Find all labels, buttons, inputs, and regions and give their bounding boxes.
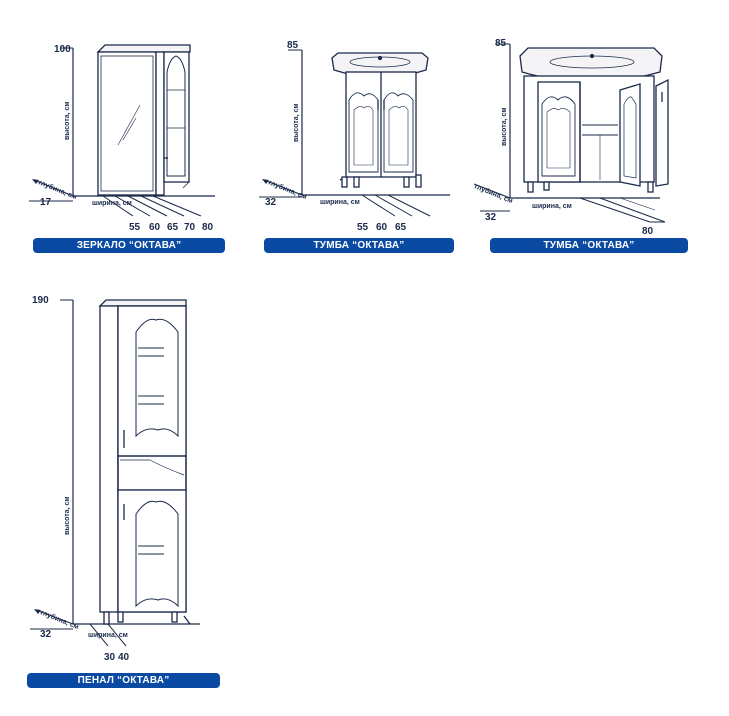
vanity-small-height-value: 85 [287, 40, 299, 51]
vanity-large-depth-axis-label: глубина, см [473, 182, 514, 205]
vanity-small-panel: 85 высота, см глубина, см 32 ширина, см … [240, 0, 480, 260]
vanity-large-drawing [519, 47, 669, 193]
vanity-small-depth-value: 32 [265, 197, 277, 208]
mirror-depth-value: 17 [40, 197, 52, 208]
vanity-large-caption: ТУМБА “ОКТАВА” [490, 238, 688, 253]
vanity-large-width-axis-label: ширина, см [532, 203, 572, 210]
mirror-height-value: 100 [54, 44, 71, 55]
mirror-panel: 100 высота, см глубина, см 17 ширина, см… [0, 0, 240, 260]
tall-cabinet-width-axis-label: ширина, см [88, 632, 128, 639]
vanity-large-diagram: 85 высота, см глубина, см 32 ширина, см … [473, 38, 669, 237]
tall-cabinet-caption: ПЕНАЛ “ОКТАВА” [27, 673, 220, 688]
vanity-small-width-60: 60 [376, 222, 388, 233]
mirror-width-55: 55 [129, 222, 141, 233]
vanity-large-depth-value: 32 [485, 212, 497, 223]
vanity-large-height-value: 85 [495, 38, 507, 49]
vanity-small-width-axis-label: ширина, см [320, 199, 360, 206]
mirror-height-axis-label: высота, см [64, 101, 71, 140]
tall-cabinet-height-axis-label: высота, см [64, 496, 71, 535]
vanity-large-height-axis-label: высота, см [501, 107, 508, 146]
mirror-width-65: 65 [167, 222, 179, 233]
mirror-width-80: 80 [202, 222, 214, 233]
vanity-small-diagram: 85 высота, см глубина, см 32 ширина, см … [259, 40, 450, 233]
mirror-width-60: 60 [149, 222, 161, 233]
vanity-large-panel: 85 высота, см глубина, см 32 ширина, см … [473, 0, 729, 260]
tall-cabinet-panel: 190 высота, см глубина, см 32 ширина, см… [0, 280, 240, 700]
vanity-small-caption: ТУМБА “ОКТАВА” [264, 238, 454, 253]
tall-cabinet-depth-axis-label: глубина, см [39, 608, 80, 631]
tall-cabinet-width-40: 40 [118, 652, 130, 663]
mirror-caption: ЗЕРКАЛО “ОКТАВА” [33, 238, 225, 253]
vanity-small-drawing [331, 52, 429, 188]
vanity-small-width-55: 55 [357, 222, 369, 233]
mirror-width-70: 70 [184, 222, 196, 233]
mirror-cabinet-drawing [96, 44, 191, 196]
tall-cabinet-drawing [98, 299, 191, 625]
tall-cabinet-height-value: 190 [32, 295, 49, 306]
tall-cabinet-diagram: 190 высота, см глубина, см 32 ширина, см… [30, 295, 200, 663]
vanity-small-height-axis-label: высота, см [293, 103, 300, 142]
vanity-small-width-65: 65 [395, 222, 407, 233]
tall-cabinet-depth-value: 32 [40, 629, 52, 640]
tall-cabinet-width-30: 30 [104, 652, 116, 663]
mirror-diagram: 100 высота, см глубина, см 17 ширина, см… [29, 44, 215, 233]
mirror-width-axis-label: ширина, см [92, 200, 132, 207]
vanity-large-width-80: 80 [642, 226, 654, 237]
